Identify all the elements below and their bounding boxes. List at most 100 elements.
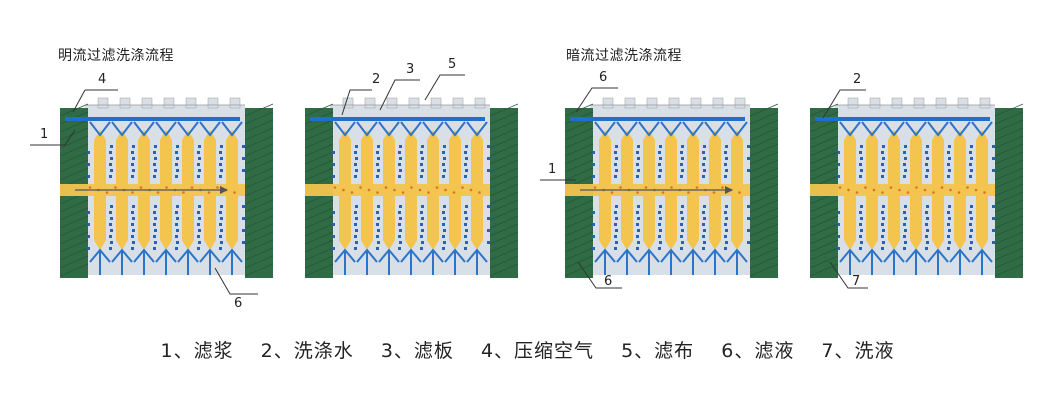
pore-dot [398,151,401,154]
frame-hatch [749,263,779,277]
pore-dot [87,211,90,214]
frame-hatch [489,111,519,125]
pore-dot [153,235,156,238]
pore-dot [153,151,156,154]
pore-dot [926,241,929,244]
right-tail-frame [750,108,778,278]
pore-dot [680,223,683,226]
frame-hatch [489,231,519,245]
pore-dot [925,247,928,250]
slurry-particle [478,191,481,194]
drain-top [704,121,726,137]
drain-top [89,121,111,137]
frame-hatch [305,159,334,173]
pore-dot [377,229,380,232]
pore-dot [399,217,402,220]
pore-dot [680,247,683,250]
pore-dot [421,169,424,172]
pore-dot [903,235,906,238]
pore-dot [970,229,973,232]
frame-hatch [994,239,1024,253]
pore-dot [947,163,950,166]
top-nozzle [97,97,109,109]
pore-dot [377,205,380,208]
pore-dot [926,229,929,232]
pore-dot [354,211,357,214]
panel-open-filtration [60,97,274,278]
pore-dot [332,163,335,166]
frame-hatch [489,119,519,133]
pore-dot [376,151,379,154]
frame-hatch [749,151,779,165]
pore-dot [948,169,951,172]
pore-dot [724,211,727,214]
slurry-particle [661,191,665,194]
pore-dot [882,169,885,172]
pore-dot [242,157,245,160]
pore-dot [377,241,380,244]
pore-dot [355,157,358,160]
pore-dot [636,175,639,178]
drain-top [905,121,927,137]
frame-hatch [565,247,594,261]
pore-dot [442,175,445,178]
pore-dot [925,175,928,178]
pore-dot [399,145,402,148]
chamber [449,130,461,250]
slurry-particle [444,188,447,192]
frame-hatch [305,199,334,213]
pore-dot [970,217,973,220]
slurry-particle [367,188,371,192]
pore-dot [637,145,640,148]
pore-dot [636,247,639,250]
frame-hatch [994,103,1024,117]
frame-hatch [810,239,839,253]
pore-dot [926,145,929,148]
pore-dot [110,241,113,244]
frame-hatch [565,143,594,157]
pore-dot [881,235,884,238]
pore-dot [969,163,972,166]
pore-dot [443,157,446,160]
pore-dot [464,211,467,214]
top-nozzle [185,97,197,109]
pore-dot [659,241,662,244]
pore-dot [487,217,490,220]
pore-dot [175,163,178,166]
pore-dot [354,151,357,154]
frame-hatch [305,263,334,277]
pore-dot [614,211,617,214]
pore-dot [176,157,179,160]
slurry-particle [957,191,961,194]
pore-dot [592,211,595,214]
top-nozzle [141,97,153,109]
pore-dot [703,229,706,232]
pore-dot [947,247,950,250]
pore-dot [465,217,468,220]
drain-top [444,121,466,137]
frame-hatch [565,215,594,229]
pore-dot [109,151,112,154]
pore-dot [658,151,661,154]
pore-dot [658,175,661,178]
drain-top [638,121,660,137]
frame-hatch [810,255,839,269]
pore-dot [355,241,358,244]
pore-dot [969,223,972,226]
pore-dot [904,217,907,220]
pore-dot [637,217,640,220]
frame-hatch [305,127,334,141]
top-nozzle [690,97,702,109]
right-tail-frame [490,108,518,278]
pore-dot [637,241,640,244]
pore-dot [355,169,358,172]
pore-dot [154,229,157,232]
pore-dot [970,145,973,148]
flow-arrowhead [725,186,733,194]
frame-hatch [244,175,274,189]
pore-dot [399,241,402,244]
chamber [866,130,878,250]
pore-dot [487,205,490,208]
slurry-particle [435,186,439,189]
frame-hatch [810,143,839,157]
